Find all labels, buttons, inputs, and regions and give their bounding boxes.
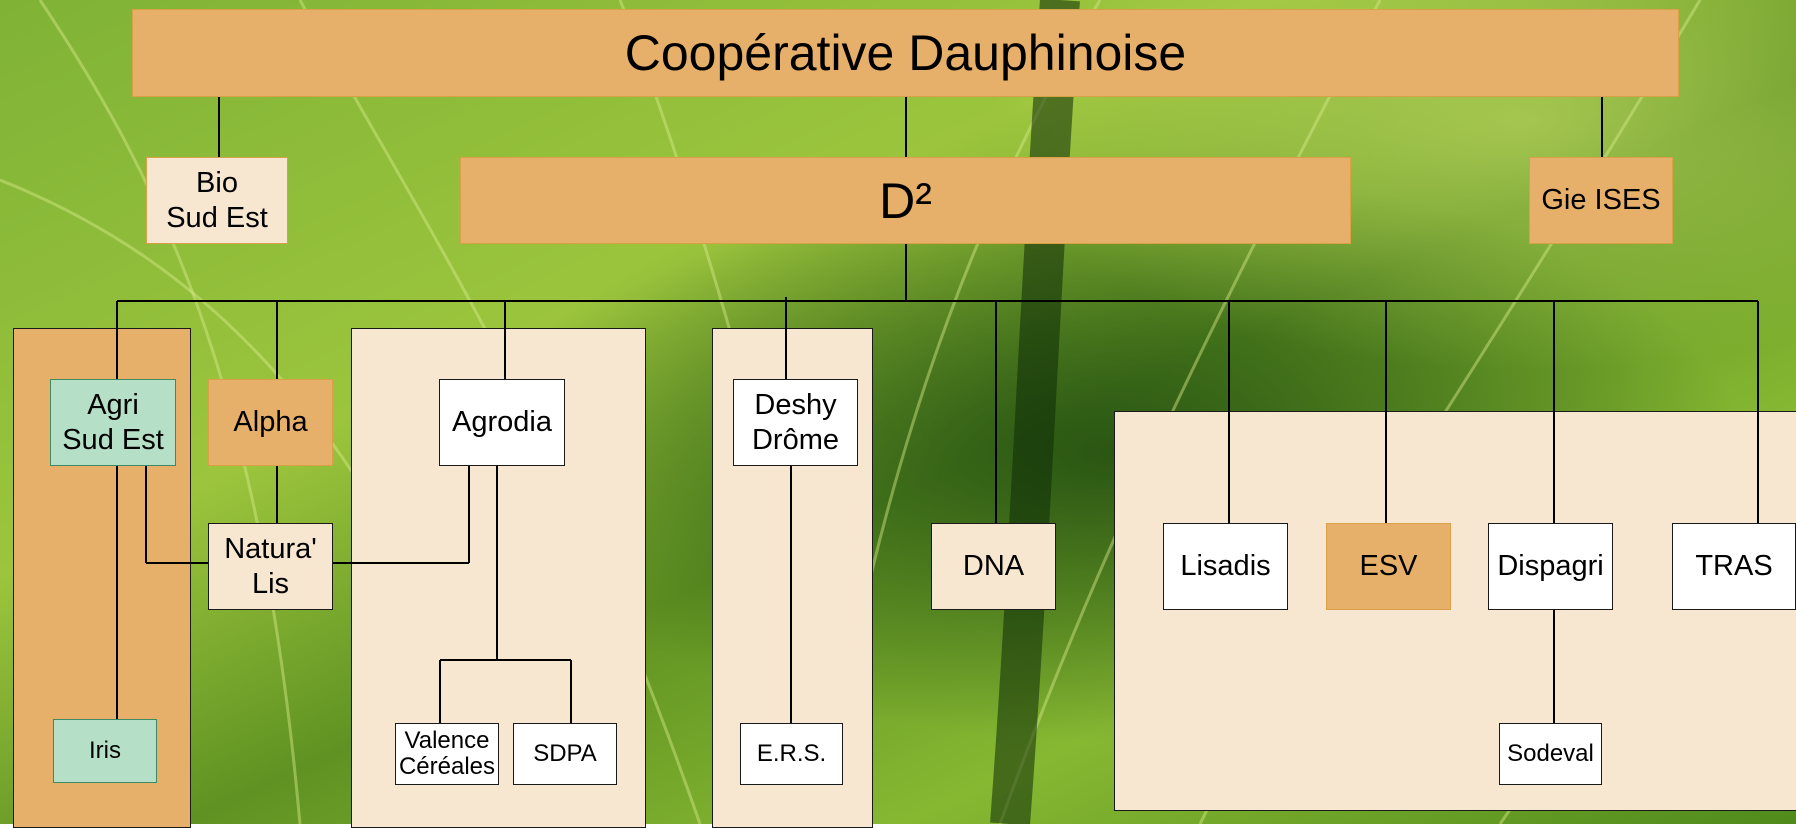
- node-agri-sud-est: Agri Sud Est: [50, 379, 176, 466]
- node-sdpa-label: SDPA: [533, 739, 597, 767]
- node-agrodia-label: Agrodia: [452, 406, 552, 439]
- node-d2: D²: [460, 157, 1351, 244]
- node-dispagri: Dispagri: [1488, 523, 1613, 610]
- node-tras: TRAS: [1672, 523, 1796, 610]
- node-d2-label: D²: [879, 172, 932, 229]
- node-ers-label: E.R.S.: [756, 739, 827, 767]
- node-ers: E.R.S.: [740, 723, 843, 785]
- node-sdpa: SDPA: [513, 723, 617, 785]
- root-title: Coopérative Dauphinoise: [624, 25, 1187, 81]
- node-lisadis-label: Lisadis: [1180, 550, 1271, 583]
- node-agrodia: Agrodia: [439, 379, 565, 466]
- node-valence-cereales-label: Valence Céréales: [398, 726, 496, 780]
- node-deshy-drome: Deshy Drôme: [733, 379, 858, 466]
- node-iris-label: Iris: [89, 736, 121, 764]
- node-agri-sud-est-label: Agri Sud Est: [62, 388, 164, 456]
- node-dispagri-label: Dispagri: [1497, 550, 1604, 583]
- node-alpha: Alpha: [208, 379, 333, 466]
- node-gie-ises: Gie ISES: [1529, 157, 1673, 244]
- node-alpha-label: Alpha: [233, 406, 308, 439]
- group-panel-distribution: [1114, 411, 1796, 811]
- node-sodeval-label: Sodeval: [1507, 739, 1594, 767]
- node-dna-label: DNA: [962, 550, 1025, 583]
- node-bio-sud-est-label: Bio Sud Est: [166, 166, 268, 234]
- root-title-node: Coopérative Dauphinoise: [132, 9, 1679, 97]
- node-deshy-drome-label: Deshy Drôme: [751, 388, 839, 456]
- node-natura-lis: Natura' Lis: [208, 523, 333, 610]
- node-dna: DNA: [931, 523, 1056, 610]
- node-iris: Iris: [53, 719, 157, 783]
- node-esv-label: ESV: [1359, 550, 1418, 583]
- node-sodeval: Sodeval: [1499, 723, 1602, 785]
- node-valence-cereales: Valence Céréales: [395, 723, 499, 785]
- node-natura-lis-label: Natura' Lis: [224, 532, 317, 600]
- node-gie-ises-label: Gie ISES: [1541, 184, 1661, 217]
- node-tras-label: TRAS: [1695, 550, 1773, 583]
- node-bio-sud-est: Bio Sud Est: [146, 157, 288, 244]
- node-esv: ESV: [1326, 523, 1451, 610]
- node-lisadis: Lisadis: [1163, 523, 1288, 610]
